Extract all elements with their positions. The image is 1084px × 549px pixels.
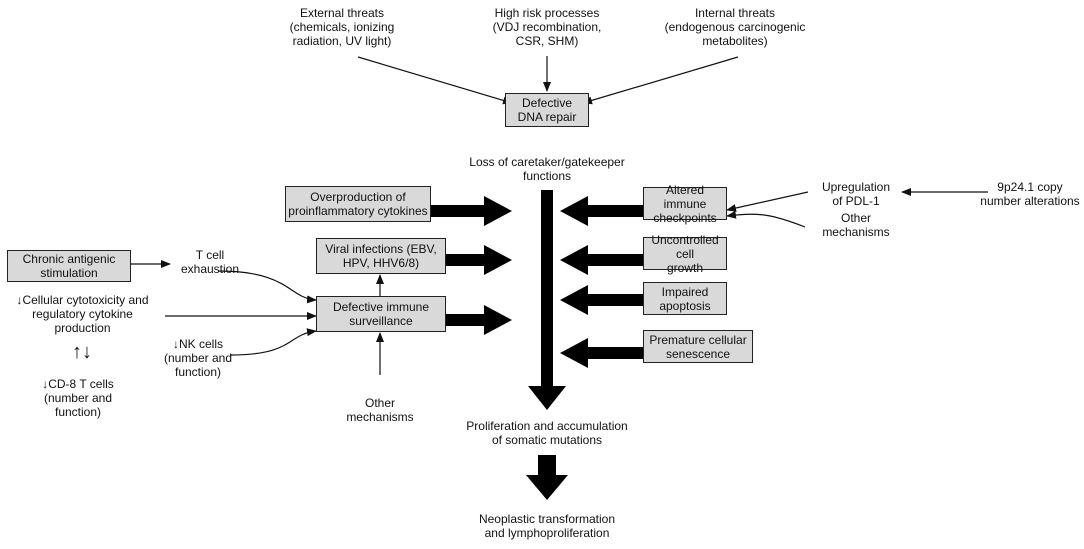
defective-immune-surveillance-box: Defective immune surveillance bbox=[316, 296, 446, 332]
cd8-t-cells-label: ↓CD-8 T cells (number and function) bbox=[42, 377, 114, 419]
cellular-cytotoxicity-label: ↓Cellular cytotoxicity and regulatory cy… bbox=[16, 293, 149, 335]
main-vertical-arrow bbox=[528, 190, 566, 410]
copy-number-label: 9p24.1 copy number alterations bbox=[980, 180, 1080, 208]
loss-caretaker-label: Loss of caretaker/gatekeeper functions bbox=[469, 155, 625, 183]
impaired-apoptosis-box: Impaired apoptosis bbox=[643, 282, 727, 315]
arrow-pdl1-to-checkpoints bbox=[726, 191, 809, 212]
thick-arrow-viral bbox=[446, 245, 512, 275]
arrow-external-to-dna bbox=[357, 56, 513, 105]
high-risk-processes-label: High risk processes (VDJ recombination, … bbox=[492, 6, 602, 48]
proliferation-label: Proliferation and accumulation of somati… bbox=[466, 419, 628, 447]
premature-senescence-box: Premature cellular senescence bbox=[643, 330, 753, 363]
uncontrolled-growth-box: Uncontrolled cell growth bbox=[643, 233, 727, 275]
thick-arrow-apoptosis bbox=[560, 285, 643, 315]
t-cell-exhaustion-label: T cell exhaustion bbox=[180, 248, 240, 276]
arrow-internal-to-dna bbox=[582, 56, 739, 105]
up-down-arrows-icon: ↑↓ bbox=[72, 341, 92, 363]
other-mechanisms-bottom-label: Other mechanisms bbox=[346, 396, 414, 424]
thick-arrow-to-neoplastic bbox=[526, 455, 568, 500]
overproduction-cytokines-box: Overproduction of proinflammatory cytoki… bbox=[285, 186, 431, 222]
altered-checkpoints-box: Altered immune checkpoints bbox=[643, 183, 727, 225]
external-threats-label: External threats (chemicals, ionizing ra… bbox=[289, 6, 395, 48]
nk-cells-label: ↓NK cells (number and function) bbox=[163, 337, 233, 379]
thick-arrow-checkpoints bbox=[560, 196, 643, 226]
chronic-antigenic-box: Chronic antigenic stimulation bbox=[7, 250, 131, 282]
thick-arrow-defective-immune bbox=[446, 305, 512, 335]
neoplastic-transformation-label: Neoplastic transformation and lymphoprol… bbox=[478, 512, 616, 540]
defective-dna-repair-box: Defective DNA repair bbox=[505, 93, 589, 127]
other-mechanisms-right-label: Other mechanisms bbox=[822, 211, 890, 239]
arrow-exhaustion-to-defective bbox=[217, 270, 317, 304]
internal-threats-label: Internal threats (endogenous carcinogeni… bbox=[664, 6, 806, 48]
arrow-nk-to-defective bbox=[229, 328, 317, 356]
thick-arrow-overproduction bbox=[362, 196, 512, 226]
arrow-othermech-to-checkpoints bbox=[726, 210, 806, 228]
thick-arrow-senescence bbox=[560, 338, 643, 368]
upregulation-pdl1-label: Upregulation of PDL-1 bbox=[821, 180, 891, 208]
viral-infections-box: Viral infections (EBV, HPV, HHV6/8) bbox=[316, 238, 446, 274]
thick-arrow-cell-growth bbox=[560, 245, 643, 275]
